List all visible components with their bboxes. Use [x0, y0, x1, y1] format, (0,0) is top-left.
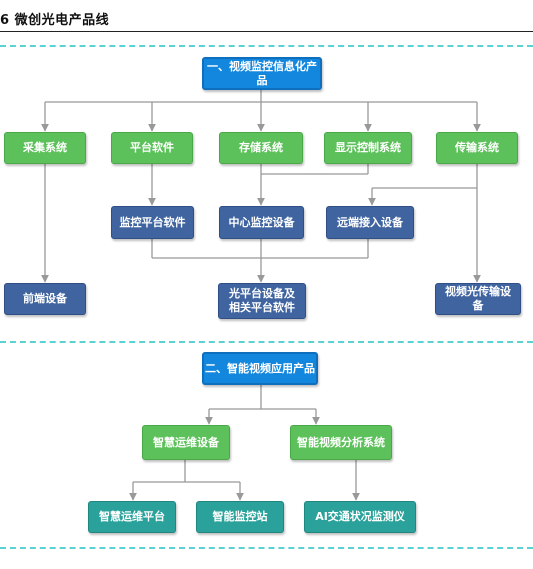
video-optical-transmission-box: 视频光传输设备: [435, 283, 521, 315]
display-control-system-box: 显示控制系统: [324, 132, 412, 164]
section-divider: [0, 341, 533, 343]
page-title: 6 微创光电产品线: [0, 13, 110, 28]
ai-traffic-monitor-box: AI交通状况监测仪: [304, 501, 416, 533]
intelligent-video-header: 二、智能视频应用产品: [202, 352, 318, 385]
remote-access-equipment-box: 远端接入设备: [326, 206, 414, 239]
optical-platform-equipment-box: 光平台设备及 相关平台软件: [218, 283, 306, 319]
optical-platform-line1: 光平台设备及: [229, 287, 295, 301]
acquisition-system-box: 采集系统: [4, 132, 86, 164]
platform-software-box: 平台软件: [111, 132, 193, 164]
monitoring-platform-software-box: 监控平台软件: [111, 206, 194, 239]
title-divider: [0, 31, 533, 32]
optical-platform-line2: 相关平台软件: [229, 301, 295, 314]
smart-om-equipment-box: 智慧运维设备: [142, 425, 230, 460]
frontend-equipment-box: 前端设备: [4, 283, 86, 315]
section1-top-divider: [0, 45, 533, 47]
smart-om-platform-box: 智慧运维平台: [88, 501, 176, 533]
intelligent-video-analysis-box: 智能视频分析系统: [290, 425, 392, 460]
video-surveillance-header: 一、视频监控信息化产品: [202, 57, 322, 90]
transmission-system-box: 传输系统: [436, 132, 518, 164]
storage-system-box: 存储系统: [219, 132, 303, 164]
central-monitoring-equipment-box: 中心监控设备: [219, 206, 304, 239]
section2-bottom-divider: [0, 547, 533, 549]
intelligent-monitoring-station-box: 智能监控站: [196, 501, 284, 533]
